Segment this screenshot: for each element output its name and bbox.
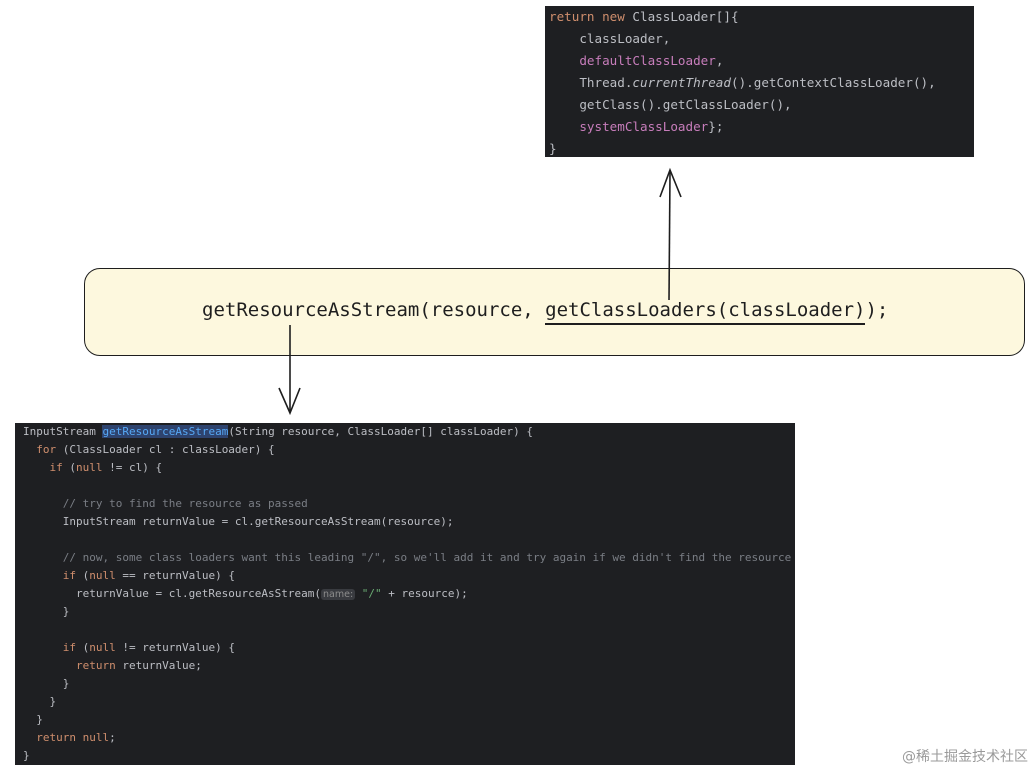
call-expression: getResourceAsStream(resource, getClassLo…	[202, 299, 889, 325]
code-token	[23, 461, 50, 474]
code-token: != cl) {	[102, 461, 163, 474]
code-token: }	[23, 605, 70, 618]
code-token: null	[89, 641, 116, 654]
code-token: if	[62, 569, 76, 582]
code-token: (String resource, ClassLoader[] classLoa…	[228, 425, 533, 438]
code-line: defaultClassLoader,	[545, 50, 974, 72]
code-token: (	[76, 569, 90, 582]
code-line: }	[15, 711, 795, 729]
code-line: getClass().getClassLoader(),	[545, 94, 974, 116]
code-token: + resource);	[381, 587, 468, 600]
code-line: }	[15, 693, 795, 711]
code-line: returnValue = cl.getResourceAsStream(nam…	[15, 585, 795, 603]
code-token: ClassLoader[]{	[632, 9, 739, 24]
call-expression-box	[84, 268, 1025, 356]
code-line: InputStream returnValue = cl.getResource…	[15, 513, 795, 531]
code-token: (ClassLoader cl : classLoader) {	[56, 443, 275, 456]
code-token: getClass().getClassLoader(),	[549, 97, 792, 112]
watermark: @稀土掘金技术社区	[902, 749, 1028, 765]
code-token	[23, 497, 63, 510]
code-line: if (null != returnValue) {	[15, 639, 795, 657]
code-token: name:	[321, 589, 356, 600]
call-suffix: );	[865, 299, 889, 321]
code-token: defaultClassLoader	[579, 53, 716, 68]
getresourceasstream-code-snippet: InputStream getResourceAsStream(String r…	[15, 423, 795, 765]
code-token: InputStream	[23, 425, 103, 438]
code-line: return returnValue;	[15, 657, 795, 675]
call-prefix: getResourceAsStream(resource,	[202, 299, 546, 321]
classloaders-code-snippet: return new ClassLoader[]{ classLoader, d…	[545, 6, 974, 157]
code-token	[23, 443, 36, 456]
code-token: };	[708, 119, 724, 134]
code-token	[355, 587, 362, 600]
code-line: }	[15, 675, 795, 693]
code-token: }	[23, 749, 30, 762]
code-line: // try to find the resource as passed	[15, 495, 795, 513]
code-token: InputStream returnValue = cl.getResource…	[23, 515, 454, 528]
code-line: return new ClassLoader[]{	[545, 6, 974, 28]
code-token: returnValue;	[115, 659, 202, 672]
code-token: }	[23, 713, 43, 726]
code-token: }	[23, 677, 70, 690]
code-token: }	[23, 695, 57, 708]
code-token: systemClassLoader	[579, 119, 709, 134]
code-token: }	[549, 141, 557, 156]
code-line: }	[15, 603, 795, 621]
code-token: // try to find the resource as passed	[62, 497, 308, 510]
code-token: Thread.	[549, 75, 633, 90]
code-token: ;	[109, 731, 116, 744]
code-token: (	[76, 641, 90, 654]
code-token: ().getContextClassLoader(),	[730, 75, 936, 90]
code-token: getResourceAsStream	[102, 425, 229, 438]
code-line: systemClassLoader};	[545, 116, 974, 138]
call-underlined: getClassLoaders(classLoader)	[545, 299, 866, 325]
code-line: Thread.currentThread().getContextClassLo…	[545, 72, 974, 94]
code-line: }	[545, 138, 974, 160]
code-line: for (ClassLoader cl : classLoader) {	[15, 441, 795, 459]
code-token: null	[89, 569, 116, 582]
code-line: InputStream getResourceAsStream(String r…	[15, 423, 795, 441]
code-line: return null;	[15, 729, 795, 747]
code-token: == returnValue) {	[115, 569, 235, 582]
code-token: ,	[715, 53, 724, 68]
code-token	[23, 569, 63, 582]
code-token: (	[62, 461, 76, 474]
code-token	[23, 551, 63, 564]
code-line: if (null != cl) {	[15, 459, 795, 477]
arrow-up-icon	[659, 167, 682, 301]
code-token	[23, 659, 76, 672]
code-token: null	[76, 461, 103, 474]
code-token: if	[49, 461, 63, 474]
code-token: // now, some class loaders want this lea…	[62, 551, 792, 564]
arrow-down-icon	[278, 325, 301, 416]
code-token: return new	[549, 9, 633, 24]
code-token: return null	[36, 731, 110, 744]
code-token	[23, 641, 63, 654]
code-token: for	[36, 443, 57, 456]
code-token: if	[62, 641, 76, 654]
code-line	[15, 477, 795, 495]
code-token: != returnValue) {	[115, 641, 235, 654]
code-token	[23, 731, 36, 744]
code-token: returnValue = cl.getResourceAsStream(	[23, 587, 322, 600]
code-token: "/"	[361, 587, 382, 600]
code-line: }	[15, 747, 795, 765]
code-line	[15, 531, 795, 549]
code-line: // now, some class loaders want this lea…	[15, 549, 795, 567]
code-token: classLoader,	[549, 31, 671, 46]
code-token: return	[75, 659, 116, 672]
code-line	[15, 621, 795, 639]
code-token: currentThread	[632, 75, 731, 90]
code-line: if (null == returnValue) {	[15, 567, 795, 585]
code-line: classLoader,	[545, 28, 974, 50]
